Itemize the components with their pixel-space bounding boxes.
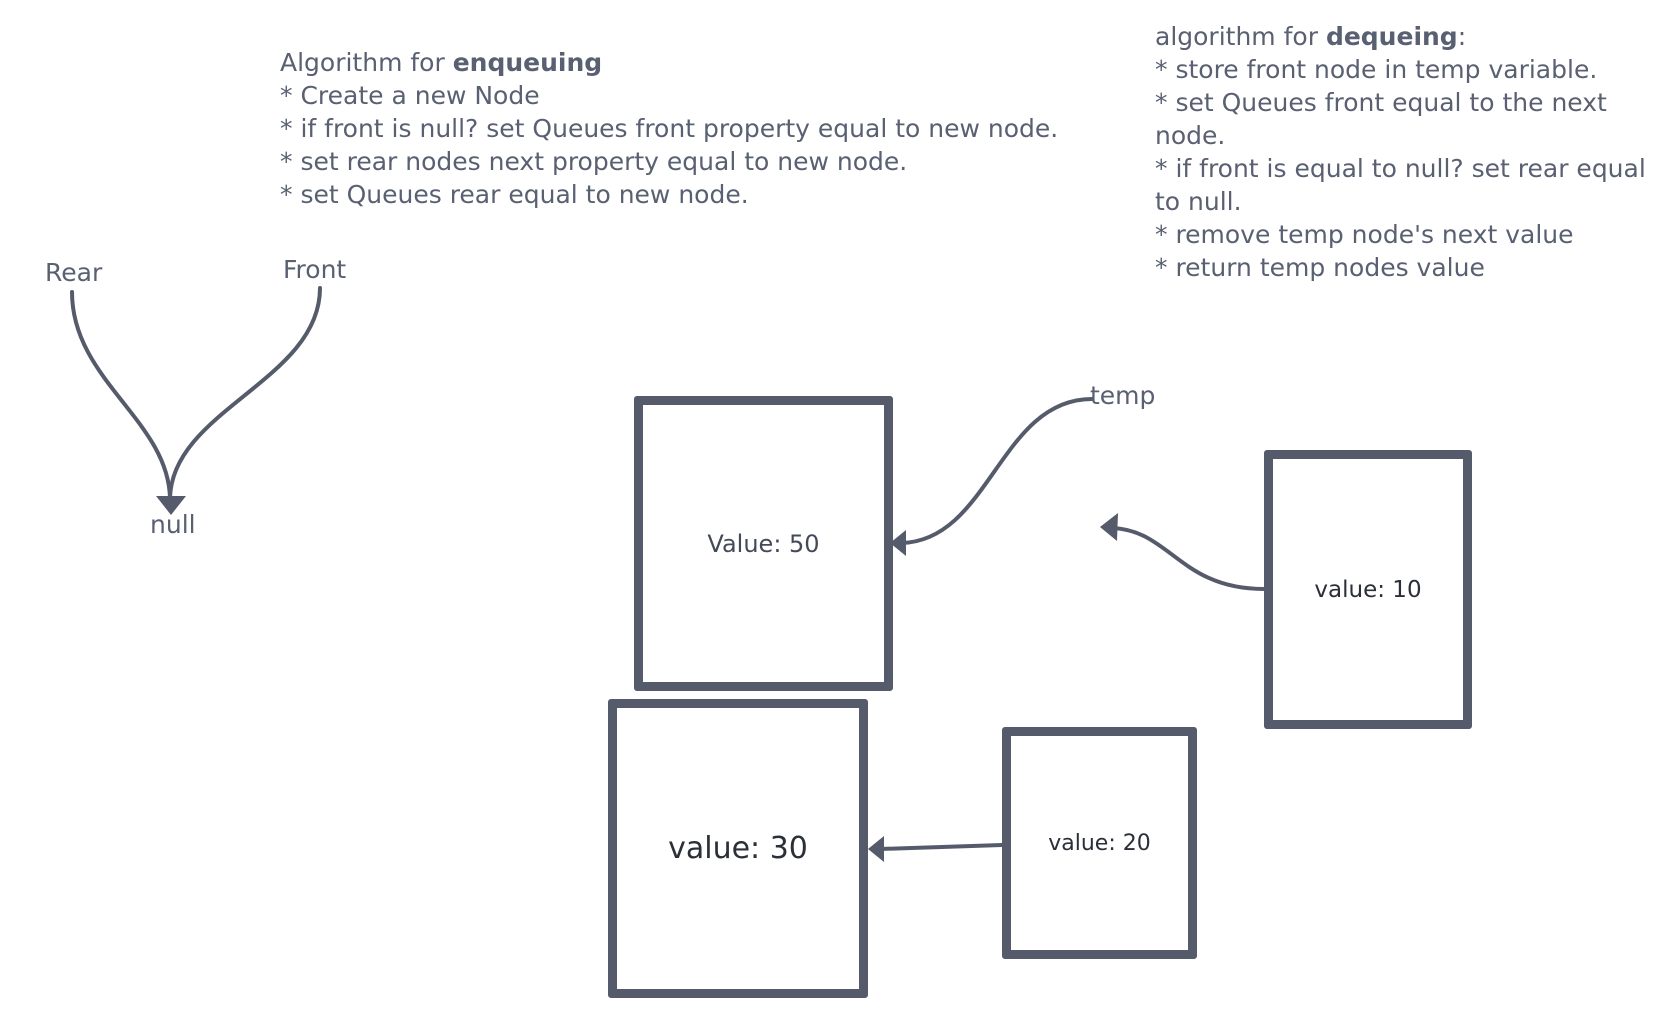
- dequeue-heading-prefix: algorithm for: [1155, 22, 1326, 51]
- enqueue-step: * set Queues rear equal to new node.: [280, 180, 749, 209]
- node-10-next-arrow[interactable]: [1110, 526, 1266, 591]
- dequeue-step: * return temp nodes value: [1155, 253, 1485, 282]
- node-20-next-arrow[interactable]: [878, 843, 1004, 851]
- rear-label: Rear: [45, 258, 103, 287]
- queue-node-20[interactable]: value: 20: [1002, 727, 1197, 959]
- enqueue-heading-bold: enqueuing: [452, 48, 603, 77]
- temp-label: temp: [1090, 381, 1156, 410]
- dequeue-heading-bold: dequeing: [1325, 22, 1458, 51]
- node-value: Value: 50: [707, 529, 820, 558]
- node-10-arrowhead: [1100, 513, 1118, 541]
- enqueue-step: * set rear nodes next property equal to …: [280, 147, 908, 176]
- rear-pointer-arrow[interactable]: [70, 290, 172, 500]
- front-label: Front: [283, 255, 347, 284]
- dequeue-step: * if front is equal to null? set rear eq…: [1155, 154, 1646, 183]
- queue-node-50[interactable]: Value: 50: [634, 396, 893, 691]
- dequeue-step: * remove temp node's next value: [1155, 220, 1574, 249]
- node-value: value: 30: [668, 831, 808, 866]
- dequeue-step: node.: [1155, 121, 1226, 150]
- enqueue-step: * if front is null? set Queues front pro…: [280, 114, 1059, 143]
- dequeue-heading: algorithm for dequeing:: [1155, 20, 1646, 53]
- node-value: value: 10: [1314, 576, 1422, 603]
- dequeue-step: to null.: [1155, 187, 1242, 216]
- dequeue-algorithm-note: algorithm for dequeing: * store front no…: [1155, 20, 1646, 284]
- node-value: value: 20: [1048, 830, 1151, 856]
- enqueue-step: * Create a new Node: [280, 81, 540, 110]
- null-label: null: [150, 510, 196, 539]
- front-pointer-arrow[interactable]: [168, 286, 322, 500]
- queue-node-10[interactable]: value: 10: [1264, 450, 1472, 729]
- dequeue-heading-suffix: :: [1457, 22, 1467, 51]
- dequeue-step: * store front node in temp variable.: [1155, 55, 1598, 84]
- enqueue-heading-prefix: Algorithm for: [280, 48, 453, 77]
- dequeue-step: * set Queues front equal to the next: [1155, 88, 1607, 117]
- node-20-arrowhead: [868, 836, 884, 862]
- enqueue-heading: Algorithm for enqueuing: [280, 46, 1058, 79]
- queue-node-30[interactable]: value: 30: [608, 699, 868, 998]
- enqueue-algorithm-note: Algorithm for enqueuing * Create a new N…: [280, 46, 1058, 211]
- temp-pointer-arrow[interactable]: [900, 397, 1094, 545]
